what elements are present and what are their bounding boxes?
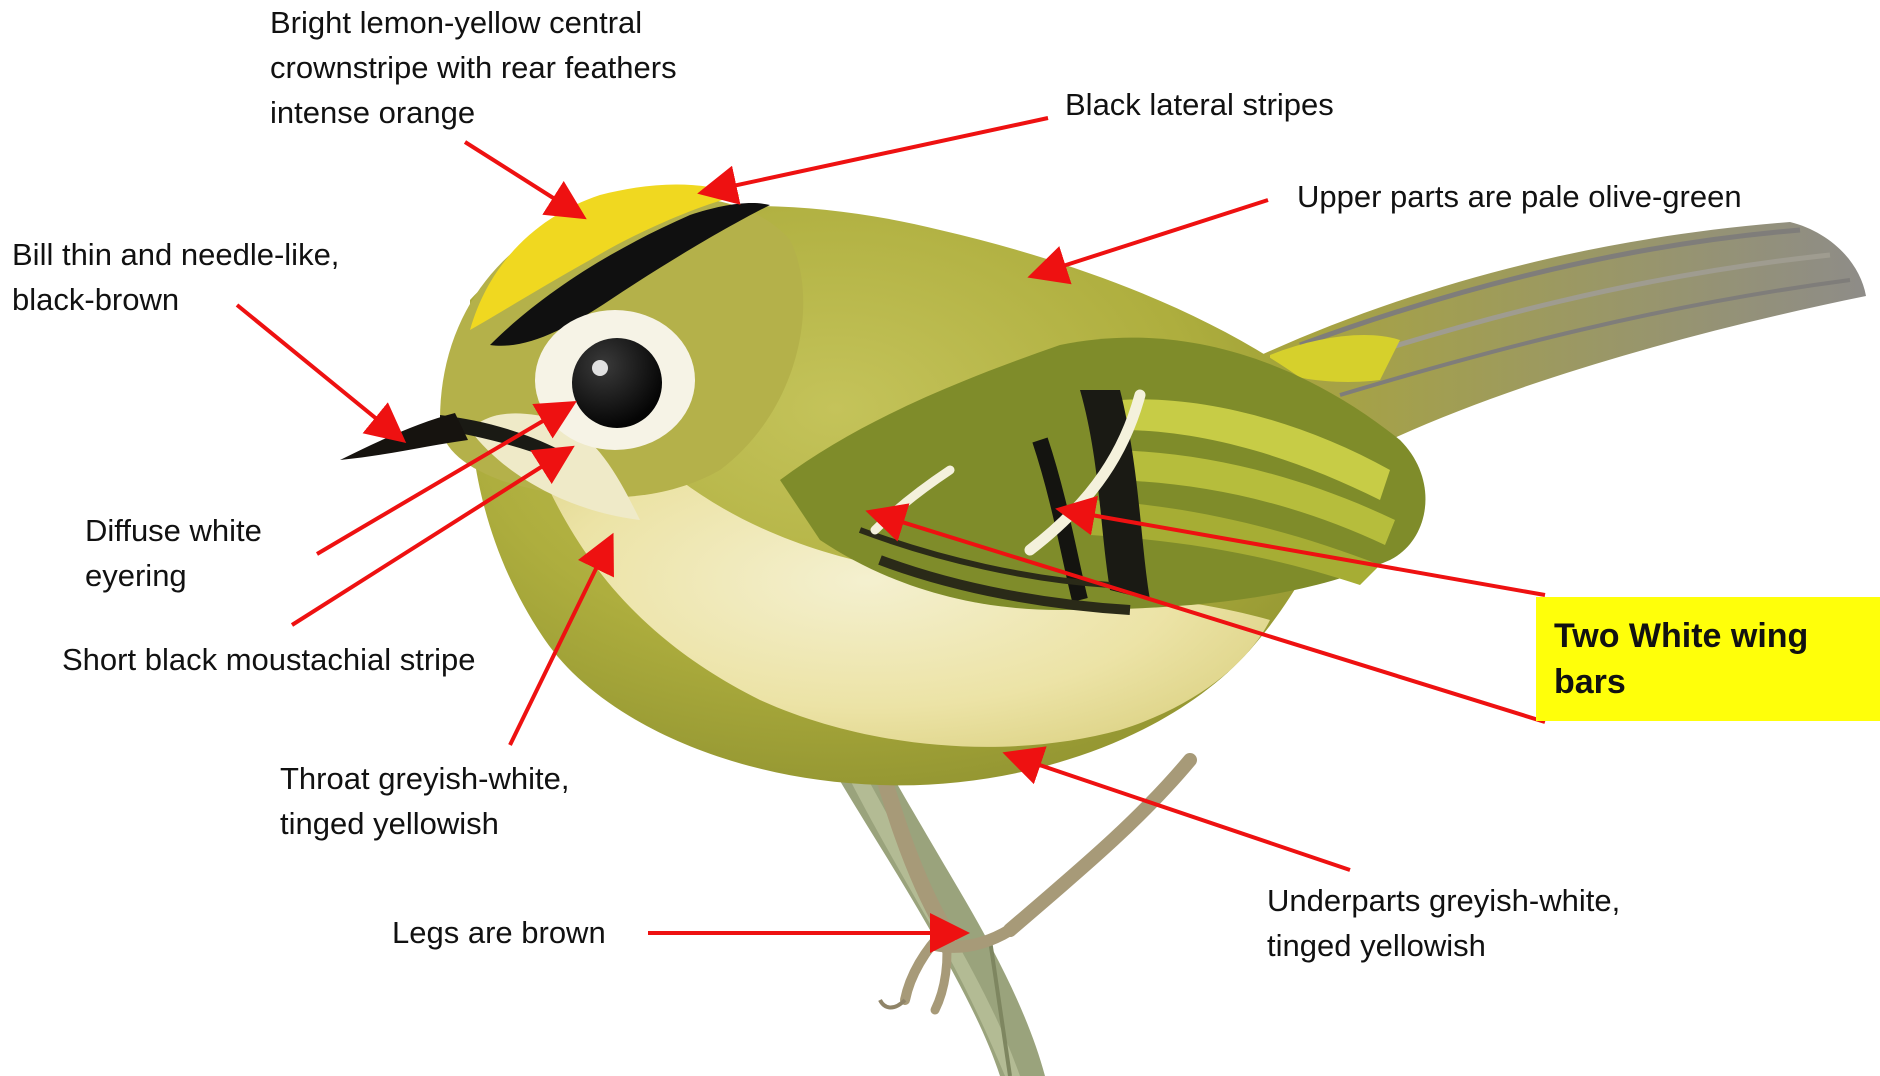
arrow-wingbar-lower <box>873 513 1545 722</box>
wing-bars-callout: Two White wing bars <box>1536 597 1880 721</box>
label-bill: Bill thin and needle-like, black-brown <box>12 232 339 322</box>
label-underparts: Underparts greyish-white, tinged yellowi… <box>1267 878 1620 968</box>
arrow-wingbar-upper <box>1063 510 1545 595</box>
arrow-moustache <box>292 450 568 625</box>
arrow-underparts <box>1010 755 1350 870</box>
label-lateral-stripes: Black lateral stripes <box>1065 82 1334 127</box>
arrow-bill <box>237 305 400 438</box>
arrow-crown <box>465 142 580 215</box>
label-eyering: Diffuse white eyering <box>85 508 262 598</box>
arrow-lateral <box>705 118 1048 192</box>
label-legs: Legs are brown <box>392 910 606 955</box>
label-throat: Throat greyish-white, tinged yellowish <box>280 756 569 846</box>
label-moustachial-stripe: Short black moustachial stripe <box>62 637 476 682</box>
label-upper-parts: Upper parts are pale olive-green <box>1297 174 1742 219</box>
arrow-eyering <box>317 405 570 554</box>
arrow-throat <box>510 540 610 745</box>
label-crown: Bright lemon-yellow central crownstripe … <box>270 0 677 135</box>
arrow-upperparts <box>1035 200 1268 275</box>
